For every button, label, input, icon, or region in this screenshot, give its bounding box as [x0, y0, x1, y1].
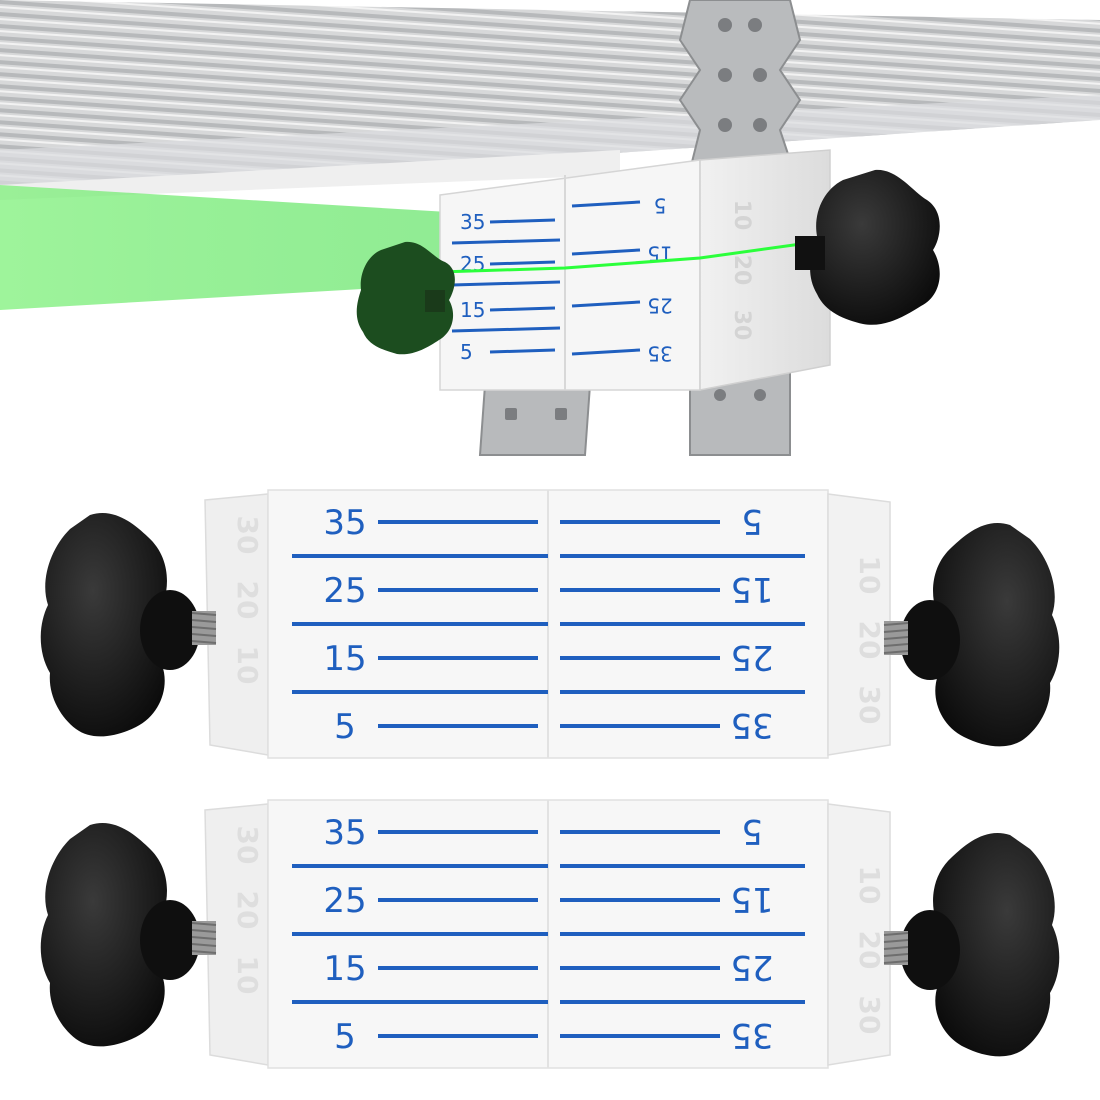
- scale-line: [489, 306, 556, 312]
- side-scale-number: 10: [853, 866, 886, 905]
- scale-number: 5: [334, 707, 356, 747]
- right-scale: 5 15 25 35: [560, 811, 805, 1055]
- scale-number: 15: [323, 639, 366, 679]
- scale-number: 5: [334, 1017, 356, 1057]
- scale-number: 15: [460, 298, 485, 322]
- right-scale: 5 15 25 35: [560, 501, 805, 745]
- scale-divider: [451, 280, 561, 287]
- scale-number: 35: [323, 503, 366, 543]
- star-knob-icon[interactable]: [356, 241, 455, 355]
- right-side-scale: 10 20 30: [853, 866, 886, 1035]
- scale-number: 25: [323, 881, 366, 921]
- star-knob-icon[interactable]: [883, 523, 1060, 747]
- scale-line: [489, 348, 556, 354]
- scale-line: [489, 260, 556, 266]
- hanger-bracket-top: [678, 0, 802, 172]
- side-scale-number: 30: [853, 996, 886, 1035]
- scale-number: 25: [647, 294, 672, 318]
- scale-number: 25: [323, 571, 366, 611]
- scale-number: 25: [730, 637, 773, 677]
- left-scale: 35 25 15 5: [292, 503, 548, 747]
- hanger-bracket-bottom-left: [478, 384, 592, 456]
- scale-line: [571, 200, 641, 208]
- star-knob-icon[interactable]: [40, 513, 217, 737]
- star-knob-icon[interactable]: [795, 169, 940, 325]
- top-side-scale: 10 20 30: [729, 200, 754, 341]
- scale-number: 5: [741, 811, 763, 851]
- side-scale-number: 20: [231, 891, 264, 930]
- scale-number: 35: [730, 1015, 773, 1055]
- clamp-1: 35 25 15 5 5 15 25 35 30 20 10 10 20 30: [40, 489, 1060, 759]
- scale-number: 15: [730, 569, 773, 609]
- side-scale-number: 20: [729, 255, 754, 286]
- scale-number: 35: [460, 210, 485, 234]
- star-knob-icon[interactable]: [883, 833, 1060, 1057]
- scale-divider: [451, 326, 561, 333]
- side-scale-number: 20: [853, 931, 886, 970]
- scale-line: [571, 248, 641, 256]
- scale-line: [571, 300, 641, 308]
- scale-number: 35: [323, 813, 366, 853]
- left-side-scale: 30 20 10: [231, 516, 264, 685]
- side-scale-number: 20: [853, 621, 886, 660]
- side-scale-number: 20: [231, 581, 264, 620]
- side-scale-number: 10: [853, 556, 886, 595]
- side-scale-number: 10: [729, 200, 754, 231]
- scale-number: 5: [741, 501, 763, 541]
- scale-number: 35: [647, 342, 672, 366]
- left-side-scale: 30 20 10: [231, 826, 264, 995]
- right-side-scale: 10 20 30: [853, 556, 886, 725]
- scale-number: 35: [730, 705, 773, 745]
- side-scale-number: 10: [231, 646, 264, 685]
- scale-divider: [451, 238, 561, 245]
- side-scale-number: 30: [853, 686, 886, 725]
- scale-number: 5: [460, 340, 473, 364]
- scale-number: 15: [730, 879, 773, 919]
- scale-number: 15: [323, 949, 366, 989]
- ceiling-rail: [0, 0, 1100, 200]
- side-scale-number: 30: [231, 516, 264, 555]
- clamp-2: 35 25 15 5 5 15 25 35 30 20 10 10 20 30: [40, 799, 1060, 1069]
- star-knob-icon[interactable]: [40, 823, 217, 1047]
- clamp-right-side: [827, 493, 891, 756]
- scale-number: 25: [730, 947, 773, 987]
- scale-line: [489, 218, 556, 224]
- side-scale-number: 30: [729, 310, 754, 341]
- side-scale-number: 30: [231, 826, 264, 865]
- scale-line: [571, 348, 641, 356]
- scale-number: 5: [654, 194, 667, 218]
- side-scale-number: 10: [231, 956, 264, 995]
- left-scale: 35 25 15 5: [292, 813, 548, 1057]
- clamp-right-side: [827, 803, 891, 1066]
